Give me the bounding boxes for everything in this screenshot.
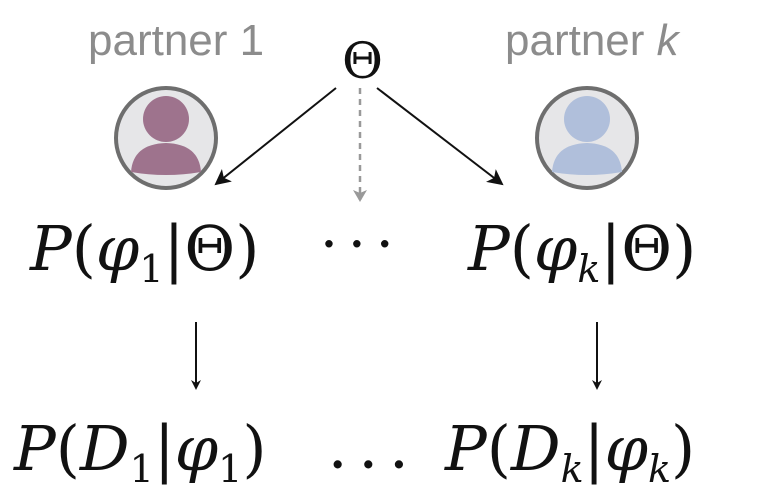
bar: |	[600, 212, 621, 285]
arrow-theta-to-phik	[376, 87, 504, 186]
subscript: k	[577, 247, 600, 291]
partner-k-label-text: partner	[505, 16, 657, 65]
given: Θ	[621, 212, 672, 285]
paren: )	[242, 412, 266, 485]
bar: |	[154, 412, 175, 485]
bar: |	[584, 412, 605, 485]
subscript: k	[648, 447, 671, 491]
fn: P	[467, 212, 511, 285]
var: D	[510, 412, 561, 485]
partner-1-avatar-icon	[114, 86, 218, 190]
theta-root: Θ	[342, 32, 383, 90]
p-dk-given-phik: P(Dk|φk)	[444, 412, 695, 491]
paren: )	[672, 212, 696, 285]
middle-dots: · · ·	[322, 221, 392, 268]
subscript: 1	[218, 447, 242, 491]
var: φ	[534, 212, 578, 285]
given: φ	[175, 412, 219, 485]
paren: (	[487, 412, 511, 485]
given: Θ	[184, 212, 235, 285]
partner-k-avatar-icon	[535, 86, 639, 190]
paren: (	[72, 212, 96, 285]
bottom-dots: . . .	[330, 428, 407, 479]
partner-k-index: k	[657, 16, 681, 65]
subscript: k	[561, 447, 584, 491]
paren: (	[56, 412, 80, 485]
partner-k-label: partner k	[505, 16, 681, 65]
subscript: 1	[139, 247, 163, 291]
p-phi1-given-theta: P(φ1|Θ)	[29, 212, 259, 291]
fn: P	[444, 412, 488, 485]
var: φ	[96, 212, 140, 285]
bar: |	[164, 212, 185, 285]
paren: (	[510, 212, 534, 285]
paren: )	[671, 412, 695, 485]
subscript: 1	[130, 447, 154, 491]
given: φ	[605, 412, 649, 485]
fn: P	[13, 412, 57, 485]
partner-1-label: partner 1	[88, 16, 264, 65]
var: D	[79, 412, 130, 485]
arrow-theta-to-phi1	[214, 87, 337, 186]
p-phik-given-theta: P(φk|Θ)	[467, 212, 696, 291]
paren: )	[235, 212, 259, 285]
fn: P	[29, 212, 73, 285]
p-d1-given-phi1: P(D1|φ1)	[13, 412, 267, 491]
